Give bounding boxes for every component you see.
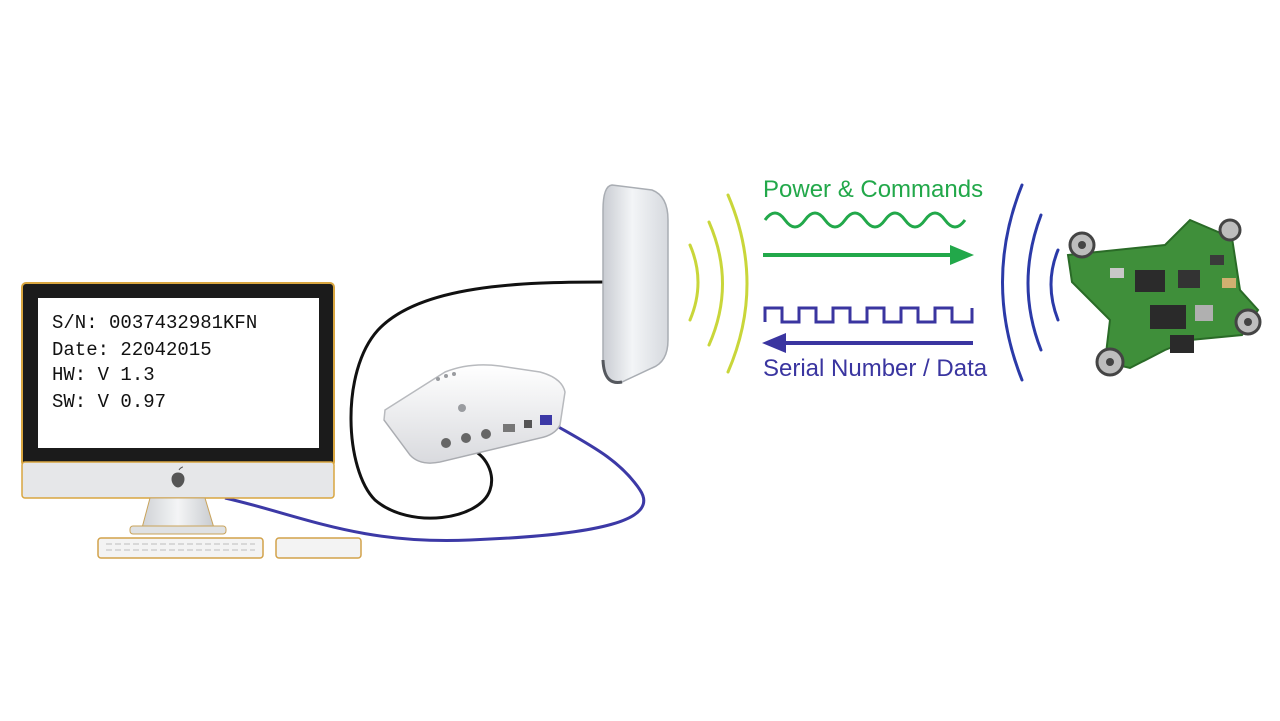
screen-line-date: Date: 22042015 (52, 339, 212, 361)
power-commands-label: Power & Commands (763, 176, 983, 203)
serial-square-wave (763, 306, 974, 324)
power-sine-wave (763, 211, 967, 229)
rfid-reader-icon (383, 364, 566, 464)
serial-arrow (762, 333, 973, 353)
screen-line-sw: SW: V 0.97 (52, 391, 166, 413)
screen-line-serial: S/N: 0037432981KFN (52, 312, 257, 334)
reader-waves (688, 193, 749, 374)
power-arrow (763, 245, 974, 265)
screen-line-hw: HW: V 1.3 (52, 364, 155, 386)
antenna-icon (601, 184, 669, 385)
rfid-tag-board-icon (1066, 218, 1262, 377)
ethernet-cable (224, 423, 646, 543)
computer-monitor-icon (21, 282, 335, 535)
apple-logo-icon (171, 466, 185, 488)
trackpad-icon (275, 537, 362, 559)
antenna-cable (349, 280, 606, 520)
serial-data-label: Serial Number / Data (763, 355, 988, 382)
tag-waves (1001, 183, 1060, 382)
keyboard-icon (97, 537, 264, 559)
